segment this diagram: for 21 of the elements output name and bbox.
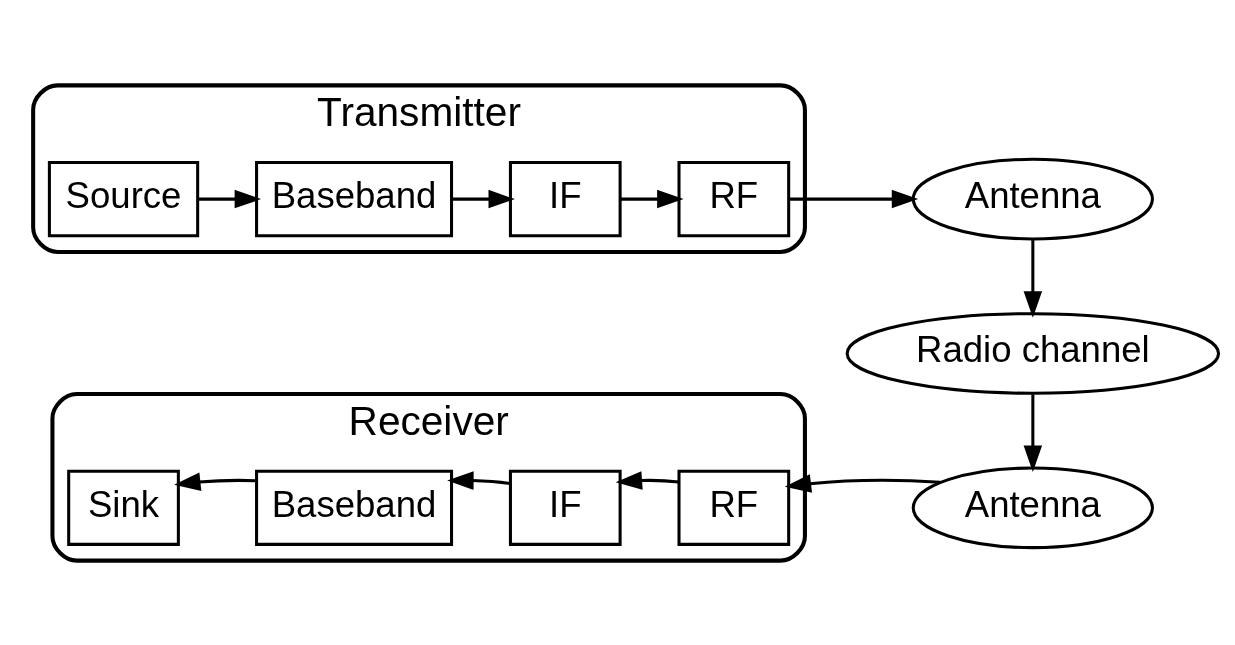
arrow [620, 189, 684, 208]
node-box: IF [508, 160, 622, 237]
node-box: Sink [67, 469, 180, 546]
arrow [615, 470, 680, 490]
arrow [447, 470, 511, 490]
node-ellipse: Radio channel [845, 311, 1221, 395]
node-ellipse: Antenna [911, 466, 1154, 549]
arrow [197, 189, 262, 208]
node-box: Baseband [255, 469, 454, 546]
node-box: RF [677, 160, 791, 237]
node-box: Baseband [255, 160, 454, 237]
node-box: RF [677, 469, 791, 546]
arrow [1023, 393, 1043, 472]
arrow [789, 189, 919, 208]
node-box: IF [508, 469, 622, 546]
arrow [784, 473, 941, 493]
arrow [1023, 239, 1043, 318]
arrow [451, 189, 515, 208]
arrow [174, 472, 256, 491]
node-box: Source [47, 160, 200, 237]
node-ellipse: Antenna [911, 157, 1154, 240]
